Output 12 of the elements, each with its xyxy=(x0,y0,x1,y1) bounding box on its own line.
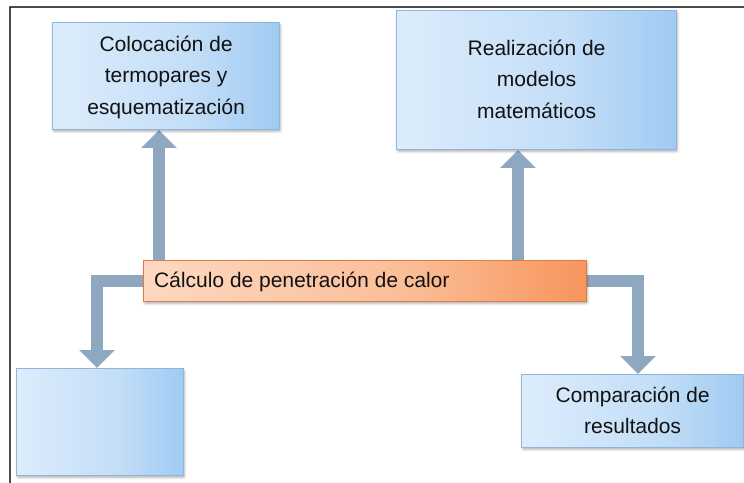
process-box xyxy=(143,260,587,302)
arrow xyxy=(587,275,656,374)
arrow xyxy=(500,150,536,260)
arrow xyxy=(141,130,177,260)
box-label: Realización de modelos matemáticos xyxy=(466,36,606,125)
box-label: Colocación de termopares y esquematización xyxy=(86,32,246,121)
box-label: Comparación de resultados xyxy=(554,382,711,440)
step-box xyxy=(396,10,677,150)
step-box xyxy=(521,374,744,448)
empty-box xyxy=(16,368,184,476)
step-box xyxy=(52,22,280,130)
box-label: Cálculo de penetración de calor xyxy=(154,268,450,294)
